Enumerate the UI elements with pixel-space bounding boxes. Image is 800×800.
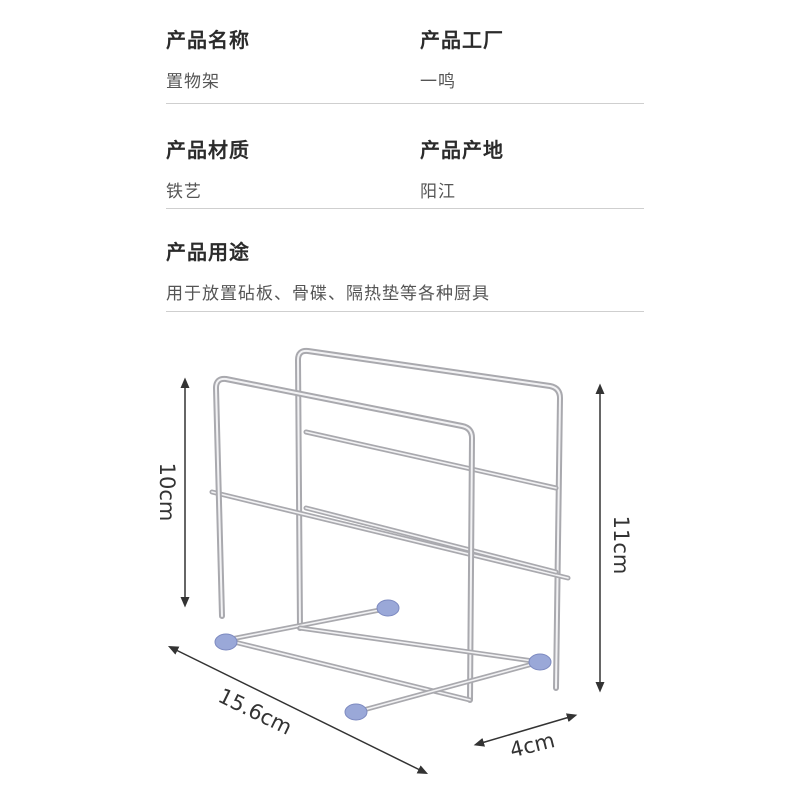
spec-material-value: 铁艺 (166, 182, 202, 202)
dim-height-back-label: 11cm (609, 516, 633, 575)
spec-name: 产品名称 置物架 (166, 24, 250, 92)
spec-name-value: 置物架 (166, 72, 220, 92)
foot-cap (528, 653, 552, 671)
dim-depth: 4cm (473, 713, 578, 762)
spec-row-material-origin: 产品材质 铁艺 产品产地 阳江 (166, 134, 644, 209)
spec-usage-value: 用于放置砧板、骨碟、隔热垫等各种厨具 (166, 284, 490, 304)
dim-height-front-label: 10cm (155, 463, 179, 522)
spec-usage-label: 产品用途 (166, 240, 250, 264)
rack-feet (214, 599, 552, 721)
wire-rack (209, 347, 571, 721)
spec-origin-value: 阳江 (420, 182, 456, 202)
spec-name-label: 产品名称 (166, 28, 250, 52)
spec-material-label: 产品材质 (166, 138, 250, 162)
foot-cap (344, 703, 368, 721)
dim-length-label: 15.6cm (214, 684, 295, 740)
dim-height-back: 11cm (595, 383, 633, 693)
dim-height-front: 10cm (155, 377, 190, 608)
rack-front-frame (213, 375, 475, 703)
spec-factory-value: 一鸣 (420, 72, 456, 92)
spec-factory: 产品工厂 一鸣 (420, 24, 504, 92)
spec-material: 产品材质 铁艺 (166, 134, 250, 202)
dim-length: 15.6cm (167, 646, 429, 774)
spec-factory-label: 产品工厂 (420, 28, 504, 52)
foot-cap (214, 633, 238, 651)
rack-crossbars (209, 429, 571, 581)
rack-base (223, 605, 543, 715)
rack-back-frame (295, 347, 563, 691)
spec-row-usage: 产品用途 用于放置砧板、骨碟、隔热垫等各种厨具 (166, 236, 644, 312)
rack-illustration: 10cm 11cm 15.6cm 4cm (155, 347, 633, 774)
spec-row-name-factory: 产品名称 置物架 产品工厂 一鸣 (166, 24, 644, 104)
spec-usage: 产品用途 用于放置砧板、骨碟、隔热垫等各种厨具 (166, 236, 490, 304)
spec-origin-label: 产品产地 (420, 138, 504, 162)
spec-origin: 产品产地 阳江 (420, 134, 504, 202)
foot-cap (376, 599, 400, 617)
